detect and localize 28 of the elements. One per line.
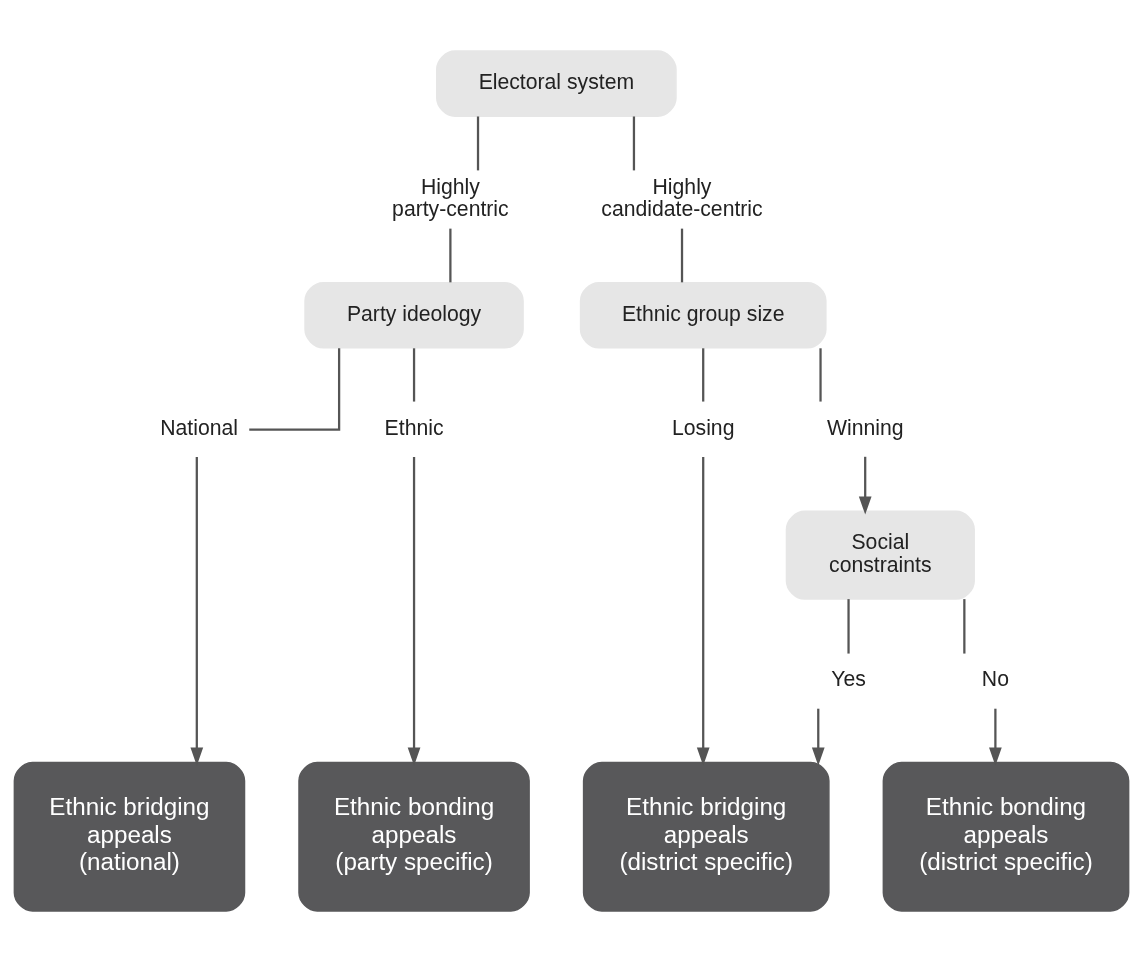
arrow [811, 708, 825, 766]
connector [476, 116, 480, 171]
node-text: Winning [826, 416, 904, 440]
connector [412, 348, 416, 402]
connector [449, 228, 452, 283]
connector [680, 228, 684, 283]
node-text: National [160, 416, 238, 440]
node-box: Social constraints [785, 510, 975, 600]
node-text: No [981, 667, 1009, 691]
node-box: Ethnic bonding appeals (party specific) [298, 761, 530, 912]
node-box: Electoral system [436, 50, 677, 117]
node-text: Highly candidate-centric [601, 174, 763, 221]
connector [632, 116, 636, 171]
node-text: Yes [831, 667, 866, 691]
node-box: Ethnic bridging appeals (national) [13, 761, 246, 912]
arrow [858, 456, 872, 515]
connector [963, 599, 966, 654]
node-box: Ethnic bonding appeals (district specific) [882, 761, 1130, 912]
node-box: Party ideology [304, 281, 524, 349]
node-text: Highly party-centric [392, 174, 509, 221]
connector [702, 348, 705, 402]
connector [847, 599, 850, 654]
connector [249, 348, 341, 431]
node-box: Ethnic bridging appeals (district specific) [582, 761, 830, 912]
connector [819, 348, 822, 402]
node-box: Ethnic group size [579, 281, 827, 349]
node-text: Ethnic [384, 416, 444, 440]
node-text: Losing [671, 416, 735, 440]
